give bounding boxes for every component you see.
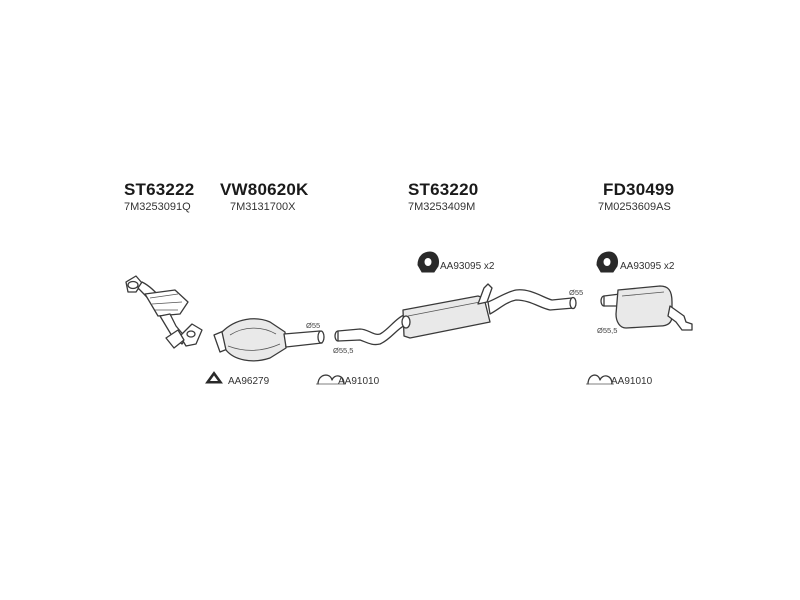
clamp-right-icon: [586, 374, 614, 385]
clamp-right-label: AA91010: [611, 376, 653, 387]
catalytic-converter-drawing: [213, 318, 325, 362]
dimension-mid-outlet: Ø55: [569, 288, 584, 297]
hanger-right-icon: [596, 251, 618, 273]
clamp-left-label: AA91010: [338, 376, 380, 387]
oem-number-middle-silencer: 7M3253409M: [408, 201, 476, 213]
dimension-mid-inlet: Ø55,5: [333, 346, 354, 355]
part-code-middle-silencer: ST63220: [408, 180, 479, 199]
oem-number-rear-silencer: 7M0253609AS: [598, 201, 671, 213]
hanger-mid-icon: [417, 251, 439, 273]
gasket-icon: [205, 371, 223, 384]
gasket-label: AA96279: [228, 376, 270, 387]
dimension-cat-outlet: Ø55: [306, 321, 321, 330]
part-code-rear-silencer: FD30499: [603, 180, 675, 199]
hanger-mid-label: AA93095 x2: [440, 261, 495, 272]
front-pipe-drawing: [125, 275, 203, 349]
rear-silencer-drawing: [600, 285, 693, 331]
part-code-front-pipe: ST63222: [124, 180, 195, 199]
dimension-rear-inlet: Ø55,5: [597, 326, 618, 335]
oem-number-catalytic-converter: 7M3131700X: [230, 201, 296, 213]
hanger-right-label: AA93095 x2: [620, 261, 675, 272]
clamp-left-icon: [316, 374, 346, 385]
middle-silencer-drawing: [334, 283, 577, 346]
oem-number-front-pipe: 7M3253091Q: [124, 201, 191, 213]
part-code-catalytic-converter: VW80620K: [220, 180, 309, 199]
